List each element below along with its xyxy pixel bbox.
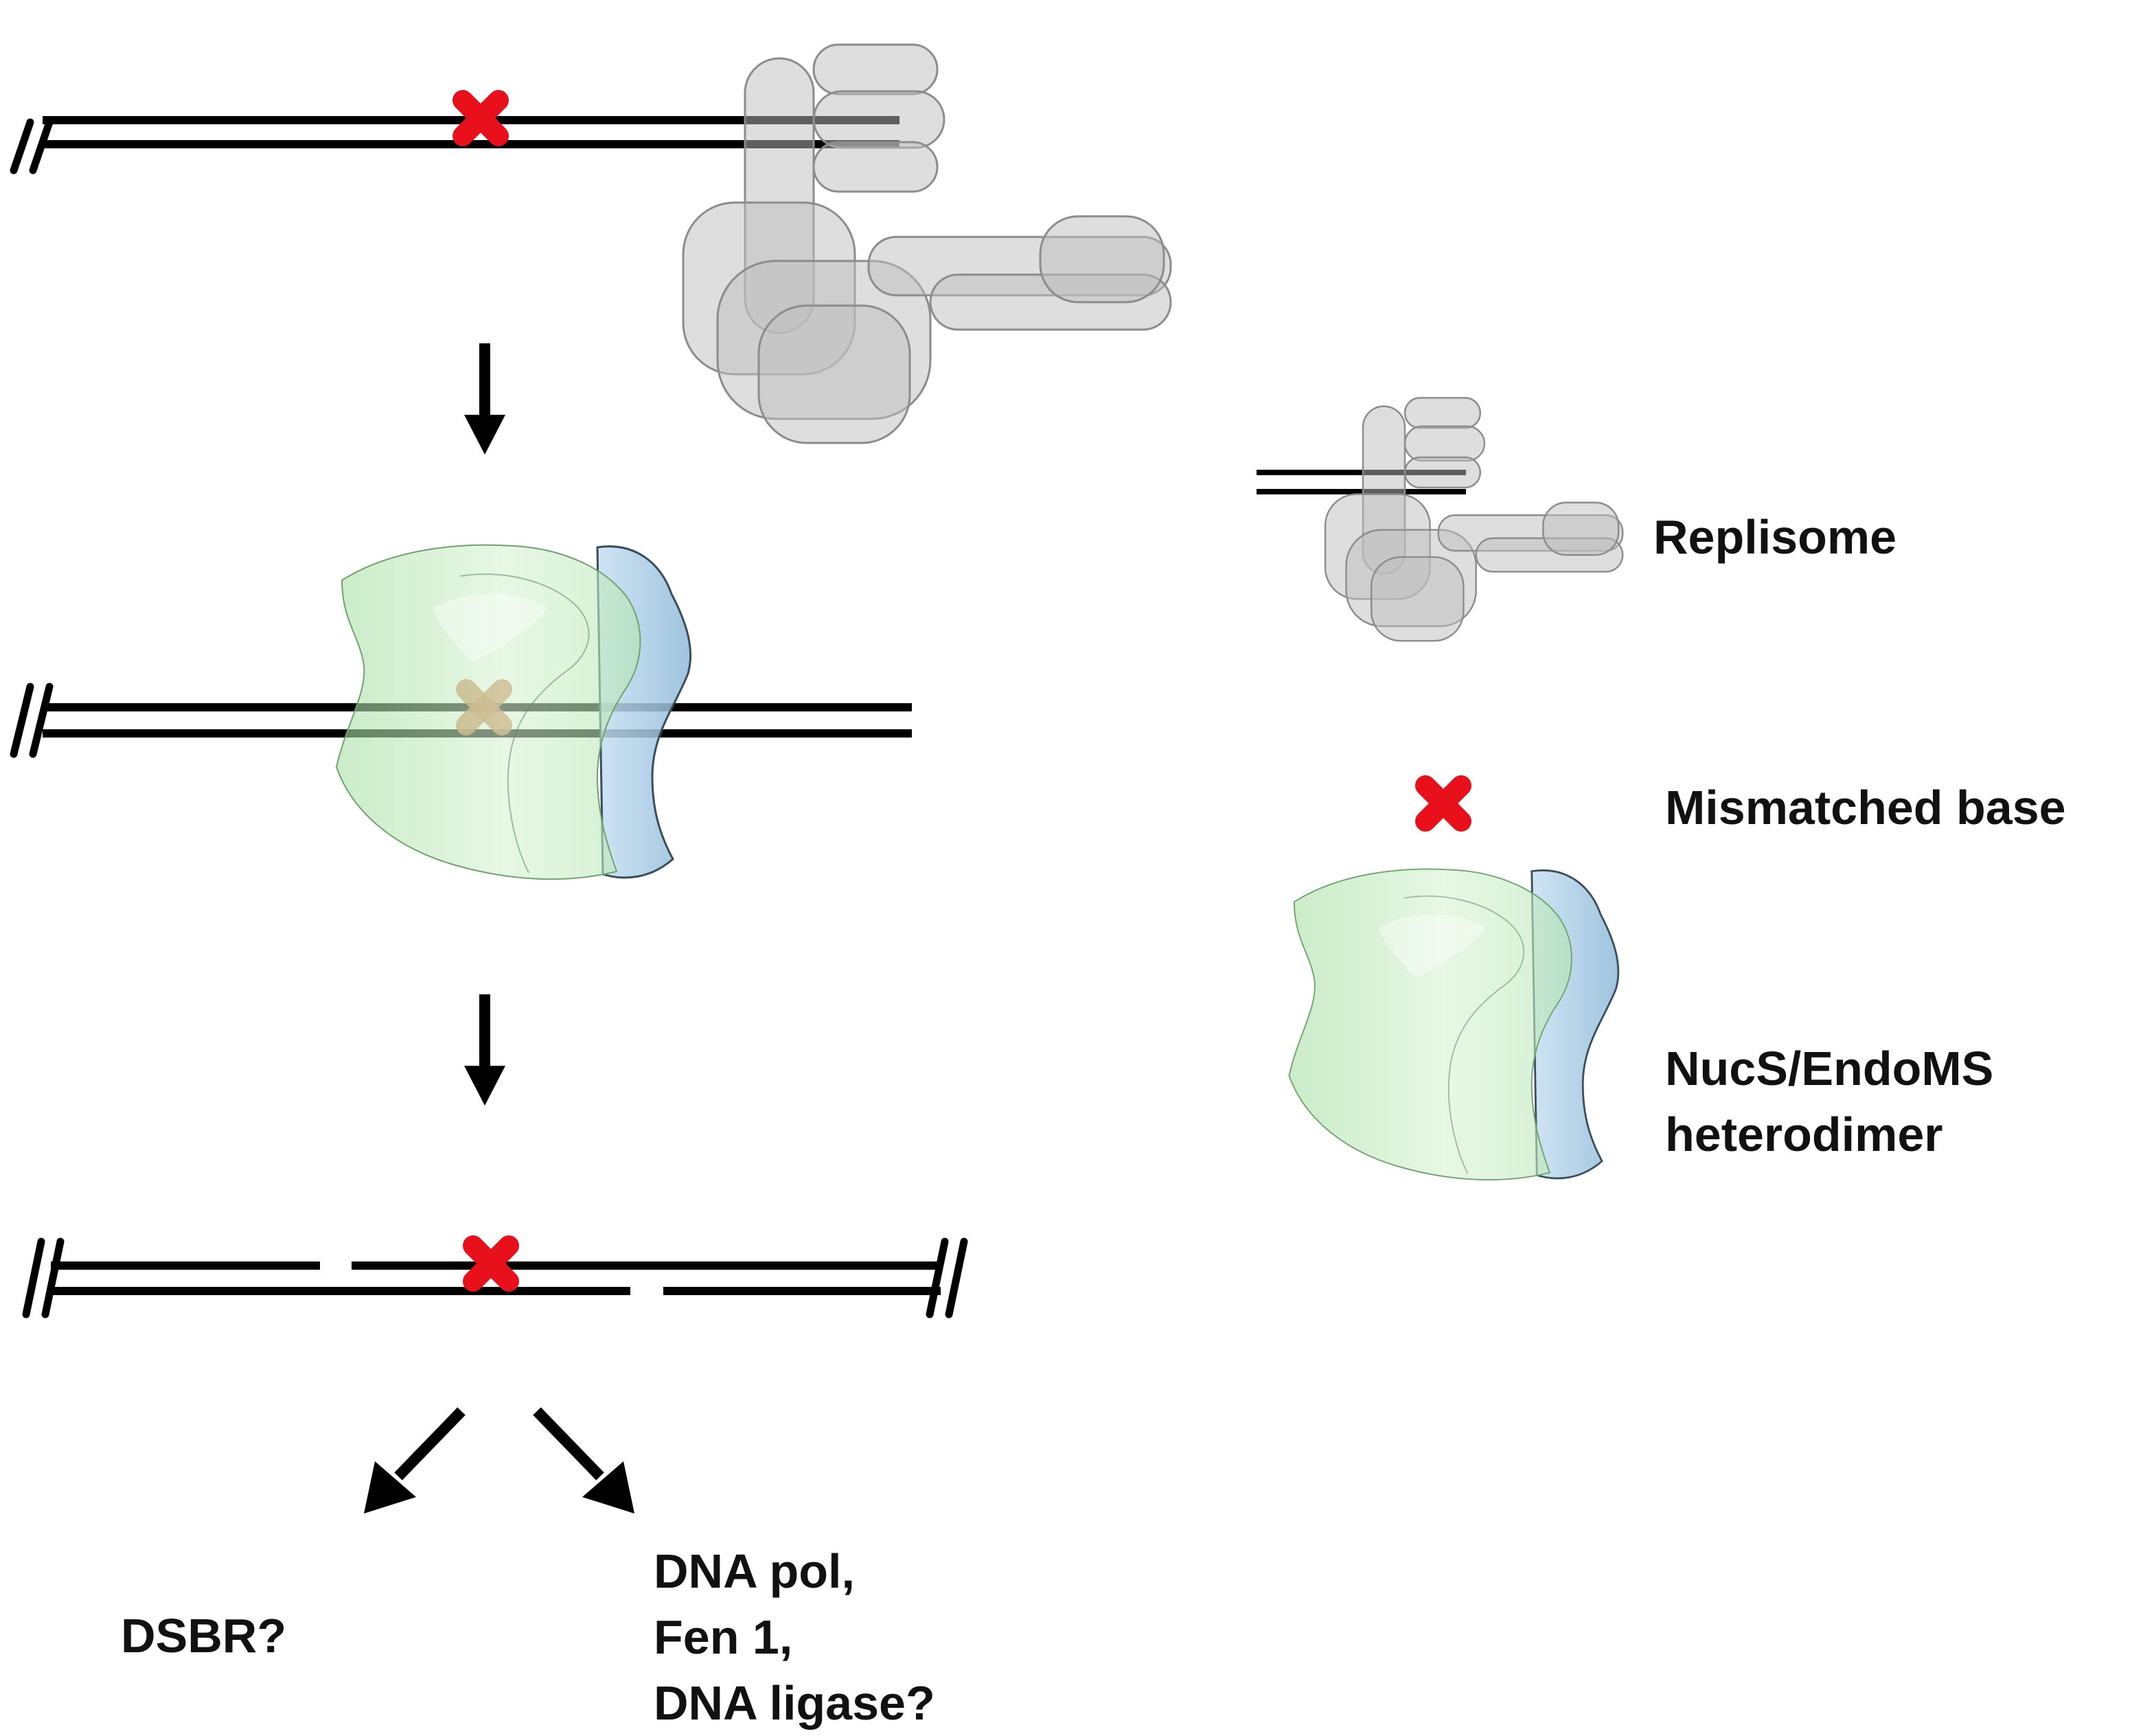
mismatched-base-label: Mismatched base bbox=[1665, 781, 2066, 834]
arrow-down-icon bbox=[464, 343, 505, 455]
stage-3-incision bbox=[22, 1237, 968, 1318]
heterodimer-label-line2: heterodimer bbox=[1665, 1108, 1943, 1161]
dna-break-icon bbox=[22, 1237, 968, 1318]
outcome-repair-line2: Fen 1, bbox=[654, 1610, 793, 1664]
stage-2-binding bbox=[10, 544, 912, 880]
outcome-repair-line3: DNA ligase? bbox=[654, 1676, 935, 1730]
mismatch-x-icon bbox=[473, 1246, 509, 1281]
outcome-dsbr-label: DSBR? bbox=[121, 1609, 287, 1663]
mismatch-x-icon bbox=[1425, 786, 1461, 821]
dna-incised-duplex bbox=[51, 1261, 941, 1295]
mismatch-x-icon bbox=[463, 100, 498, 136]
stage-1-replication bbox=[10, 43, 1172, 444]
arrow-diagonal-right-icon bbox=[533, 1407, 634, 1514]
heterodimer-label-line1: NucS/EndoMS bbox=[1665, 1042, 1994, 1095]
dna-break-icon bbox=[10, 683, 54, 758]
heterodimer-icon bbox=[1288, 868, 1620, 1181]
dna-break-icon bbox=[10, 118, 54, 174]
arrow-down-icon bbox=[464, 994, 505, 1106]
heterodimer-icon bbox=[335, 544, 692, 880]
replisome-icon bbox=[682, 43, 1172, 444]
replisome-label: Replisome bbox=[1653, 510, 1896, 564]
replisome-icon bbox=[1324, 397, 1624, 642]
arrow-diagonal-left-icon bbox=[364, 1407, 466, 1514]
legend-replisome bbox=[1257, 397, 1624, 642]
outcome-repair-line1: DNA pol, bbox=[654, 1544, 855, 1598]
